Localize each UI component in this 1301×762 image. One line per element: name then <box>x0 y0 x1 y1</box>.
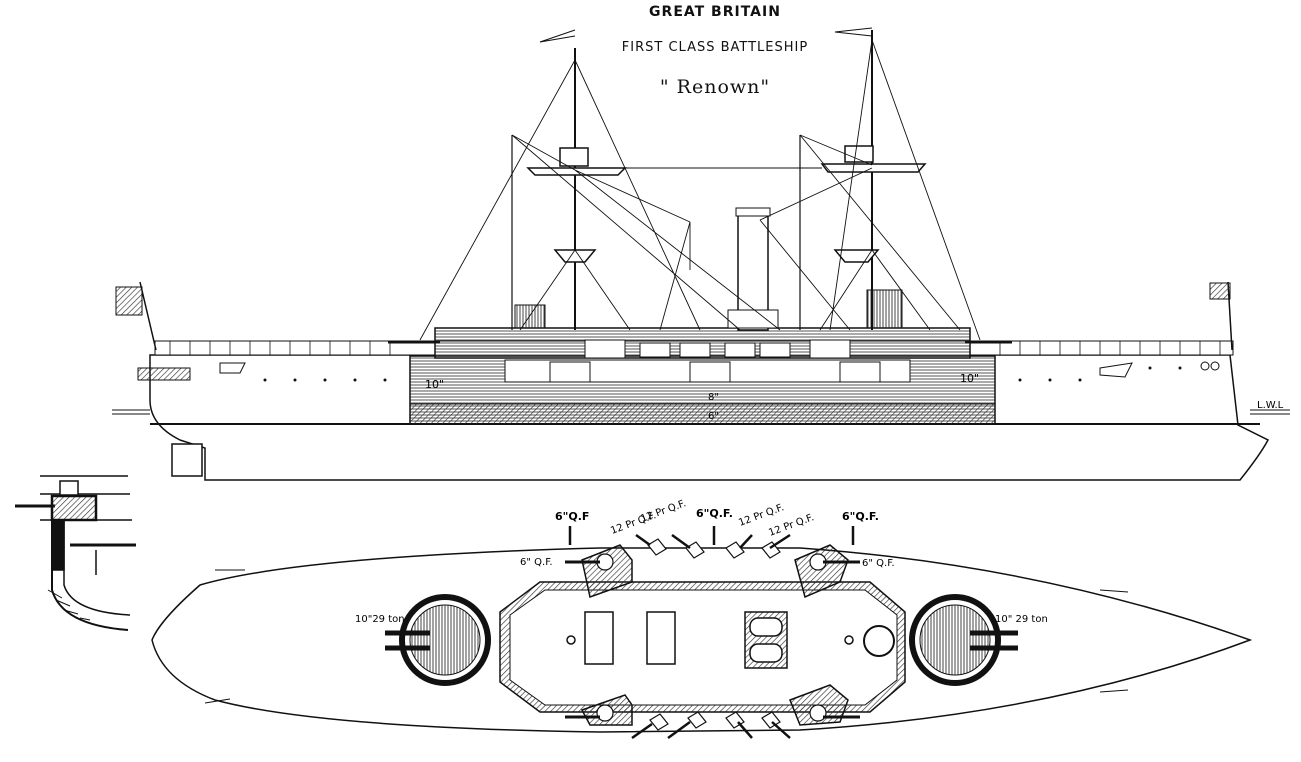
skylight-mid <box>646 611 676 665</box>
armour-label-aft: 10" <box>425 378 444 391</box>
waterline-marks <box>112 409 1290 415</box>
label-qf6-top-left: 6"Q.F <box>555 510 589 523</box>
label-qf6-mid-left: 6" Q.F. <box>520 557 553 568</box>
barbette-fore <box>909 594 1018 686</box>
flags <box>115 27 1233 351</box>
armour-label-fore: 10" <box>960 372 979 385</box>
rudder <box>171 443 203 477</box>
ship-class-heading: FIRST CLASS BATTLESHIP <box>621 40 809 55</box>
scuttles <box>263 366 1182 382</box>
stern-gallery <box>137 367 191 381</box>
tops <box>526 145 927 263</box>
stern-anchor <box>219 362 246 374</box>
aft-bridge <box>514 304 546 329</box>
side-profile <box>112 27 1290 481</box>
label-qf6-top-center: 6"Q.F. <box>696 507 733 520</box>
belt-lower <box>409 403 996 425</box>
masts <box>511 30 873 330</box>
ventilator <box>863 625 895 657</box>
funnel-base <box>727 309 779 329</box>
armour-label-belt-upper: 8" <box>708 392 719 403</box>
waterline-label: L.W.L <box>1257 400 1284 411</box>
hawse-pipes <box>1200 361 1220 371</box>
label-qf6-mid-right: 6" Q.F. <box>862 558 895 569</box>
deck-rail-posts <box>169 341 1221 355</box>
midship-section <box>15 475 136 631</box>
davit-marks <box>204 569 1129 704</box>
skylight-aft <box>584 611 614 665</box>
qf-pedestals <box>568 526 855 545</box>
ship-name-heading: " Renown" <box>659 76 771 98</box>
funnel-cap <box>735 207 771 217</box>
twelve-pounder-barrels <box>631 533 791 740</box>
bow-anchor <box>1099 362 1133 378</box>
rigging <box>419 39 981 341</box>
deck-plan <box>151 526 1253 740</box>
label-qf6-top-right: 6"Q.F. <box>842 510 879 523</box>
armour-label-belt-lower: 6" <box>708 411 719 422</box>
label-10-inch-aft: 10"29 ton <box>355 614 405 625</box>
label-10-inch-fore: 10" 29 ton <box>995 614 1048 625</box>
country-heading: GREAT BRITAIN <box>649 4 781 20</box>
six-inch-barrels <box>565 560 860 719</box>
label-qf12-b: 12 Pr Q.F. <box>639 498 687 525</box>
casemates <box>549 339 881 383</box>
barbette-aft <box>385 594 491 686</box>
